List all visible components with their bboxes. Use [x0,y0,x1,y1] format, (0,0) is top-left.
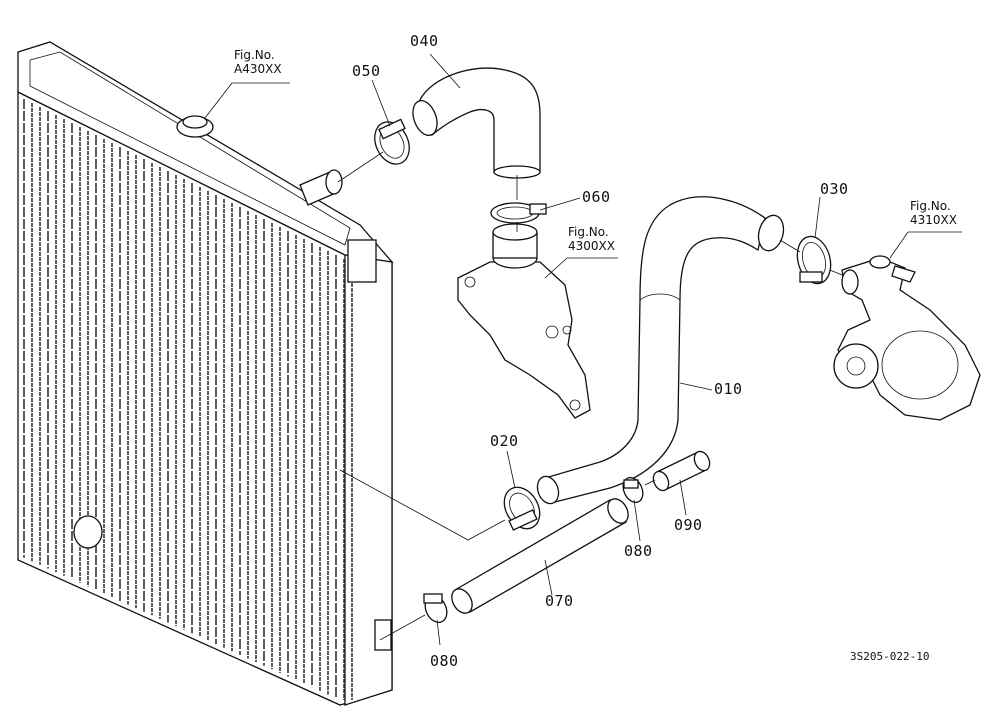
part-label-090: 090 [674,516,703,534]
hose-070 [451,498,629,614]
clamp-050 [374,118,410,165]
leader-lines [204,53,962,646]
fig-ref-waterpump-line2: 4310XX [910,213,957,227]
clamp-080-lower [423,593,448,624]
radiator [17,41,394,706]
part-label-010: 010 [714,380,743,398]
drawing-code: 3S205-022-10 [850,650,930,663]
clamp-020 [503,486,541,531]
part-label-070: 070 [545,592,574,610]
fig-ref-radiator: Fig.No. A430XX [234,48,282,76]
pipe-090 [652,450,711,492]
part-label-080-upper: 080 [624,542,653,560]
part-label-030: 030 [820,180,849,198]
part-label-020: 020 [490,432,519,450]
water-pump [833,255,981,421]
part-label-040: 040 [410,32,439,50]
fig-ref-waterpump-line1: Fig.No. [910,199,951,213]
fig-ref-waterpump: Fig.No. 4310XX [910,199,957,227]
fig-ref-thermostat: Fig.No. 4300XX [568,225,615,253]
thermostat-housing [457,223,591,419]
part-label-050: 050 [352,62,381,80]
hose-040 [412,67,541,179]
fig-ref-radiator-line2: A430XX [234,62,282,76]
hose-010 [536,196,785,505]
part-label-080-lower: 080 [430,652,459,670]
clamp-080-upper [622,476,644,504]
fig-ref-thermostat-line1: Fig.No. [568,225,609,239]
fig-ref-radiator-line1: Fig.No. [234,48,275,62]
clamp-030 [796,235,832,285]
clamp-060 [490,202,547,224]
part-label-060: 060 [582,188,611,206]
fig-ref-thermostat-line2: 4300XX [568,239,615,253]
